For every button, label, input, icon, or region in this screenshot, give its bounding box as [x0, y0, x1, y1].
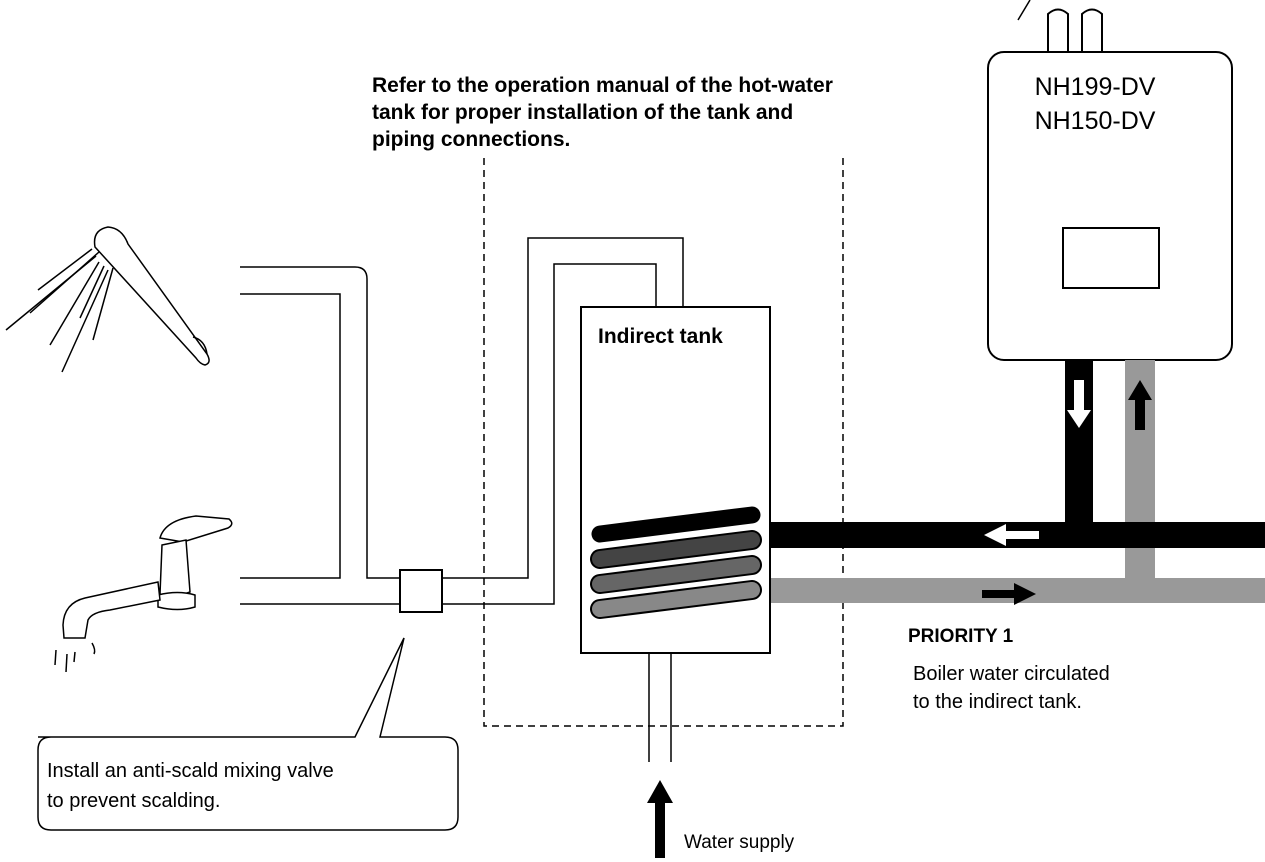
- hot-water-piping: [442, 237, 684, 605]
- installation-note-line-1: Refer to the operation manual of the hot…: [372, 74, 833, 97]
- callout-line-2: to prevent scalding.: [47, 790, 221, 812]
- left-arrow-icon: [984, 524, 1039, 546]
- priority-description-line-2: to the indirect tank.: [913, 691, 1082, 713]
- boiler-unit: [987, 51, 1233, 361]
- water-supply-label: Water supply: [684, 832, 795, 853]
- fixture-piping: [240, 266, 400, 605]
- down-arrow-icon: [1067, 380, 1091, 428]
- right-arrow-icon: [982, 583, 1036, 605]
- boiler-model-1: NH199-DV: [1034, 73, 1156, 101]
- installation-boundary: [483, 158, 844, 727]
- faucet-icon: [54, 515, 233, 673]
- shower-head-icon: [5, 226, 210, 373]
- installation-note-line-3: piping connections.: [372, 128, 571, 151]
- boiler-display-panel: [1062, 227, 1160, 289]
- installation-note: Refer to the operation manual of the hot…: [372, 72, 833, 153]
- mixing-valve: [399, 569, 443, 613]
- callout-bubble: [37, 637, 459, 831]
- water-supply-arrow-icon: [647, 780, 673, 858]
- priority-title: PRIORITY 1: [908, 626, 1014, 647]
- installation-note-line-2: tank for proper installation of the tank…: [372, 101, 794, 124]
- heat-exchanger-coil: [590, 506, 762, 619]
- priority-description-line-1: Boiler water circulated: [913, 663, 1110, 685]
- up-arrow-icon: [1128, 380, 1152, 430]
- tank-label: Indirect tank: [598, 325, 723, 348]
- vent-pipes: [1017, 0, 1103, 52]
- water-supply-piping: [648, 653, 672, 762]
- boiler-model-2: NH150-DV: [1034, 107, 1156, 135]
- callout-line-1: Install an anti-scald mixing valve: [47, 760, 334, 782]
- supply-pipe: [742, 360, 1265, 548]
- return-pipe: [742, 360, 1265, 603]
